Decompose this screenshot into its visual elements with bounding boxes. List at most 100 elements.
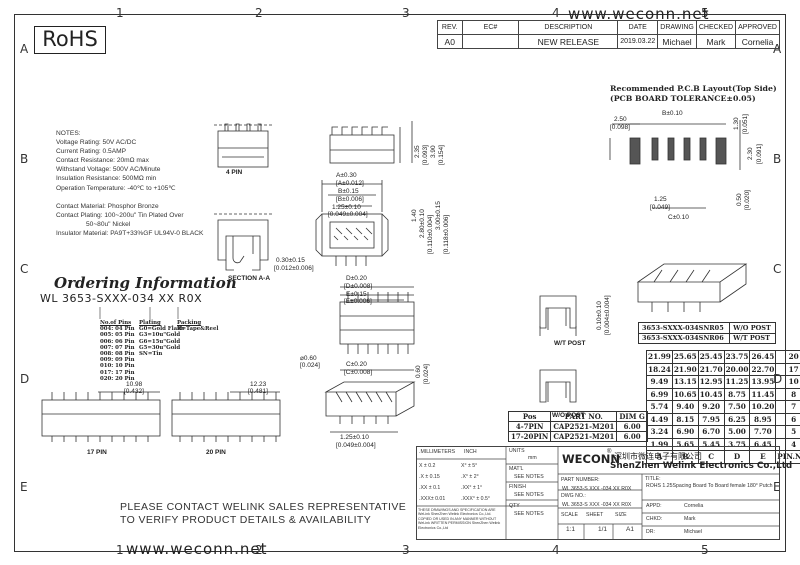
zone-row-e-right: E: [773, 480, 781, 494]
dim-pin-count: 5: [775, 425, 800, 439]
dim-footer-a: A: [646, 450, 673, 464]
tb-proprietary: THESE DRAWINGS AND SPECIFICATION ARE WeL…: [418, 508, 501, 530]
connector-bottom-view: [339, 286, 415, 371]
ordering-pin-009: 009: 09 Pin: [100, 357, 135, 364]
dim-cell: 8.15: [671, 412, 699, 426]
ordering-pin-005: 005: 05 Pin: [100, 332, 135, 339]
tb-material-label: MAT'L: [509, 466, 524, 472]
dim-cell: 21.99: [646, 350, 673, 364]
tb-dr: Michael: [684, 529, 702, 535]
dim-cell: 9.20: [697, 400, 725, 414]
pcb-dim-050-inch: [0.020]: [744, 190, 751, 210]
connector-front-view: [315, 180, 389, 266]
tb-inch-header: INCH: [464, 449, 477, 455]
post-part-number: 3653-SXXX-034SNR06: [637, 332, 731, 344]
tb-finish-label: FINISH: [509, 484, 527, 490]
tb-dwg: WL 3653-S XXX -034 XX R0X: [562, 502, 632, 508]
website-url-top[interactable]: www.weconn.net: [568, 5, 710, 23]
dim-h140: 1.40: [411, 209, 418, 222]
zone-col-3-bottom: 3: [402, 543, 410, 557]
ordering-packing-list: Packing R=Tape&Reel: [177, 320, 218, 332]
dim-cell: 10.65: [671, 387, 699, 401]
dim-footer-b: B: [671, 450, 699, 464]
post-table: 3653-SXXX-034SNR05 W/O POST 3653-SXXX-03…: [637, 322, 776, 344]
pos-header-part: PART NO.: [550, 411, 618, 422]
dim-cell: 6.90: [671, 425, 699, 439]
notes-block: NOTES: Voltage Rating: 50V AC/DC Current…: [56, 129, 236, 238]
rev-value-checked: Mark: [695, 34, 737, 49]
section-a-a-view: [214, 213, 272, 271]
zone-col-5: 5: [701, 6, 709, 20]
zone-row-d: D: [20, 372, 30, 386]
dim-cell: 6.70: [697, 425, 725, 439]
dim-cell: 7.95: [697, 412, 725, 426]
revision-table: REV. EC# DESCRIPTION DATE DRAWING CHECKE…: [437, 20, 780, 49]
note-contact-plating: Contact Plating: 100~200u" Tin Plated Ov…: [56, 211, 184, 219]
zone-row-a: A: [20, 42, 29, 56]
tb-dr-label: DR:: [646, 529, 655, 535]
position-table: Pos PART NO. DIM G 4-7PIN CAP2521-M201 6…: [507, 411, 648, 442]
website-url-bottom[interactable]: www.weconn.net: [126, 540, 268, 558]
tb-tol-in: .XXX° ± 0.5°: [461, 496, 490, 502]
dim-d: D±0.20: [346, 275, 367, 282]
dim-pitch-inch: [0.049±0.004]: [328, 211, 368, 218]
dim-cell: 7.70: [749, 425, 777, 439]
dim-s030: 0.30±0.15: [276, 257, 305, 264]
position-table-row: 17-20PIN CAP2521-M201 6.00: [507, 431, 648, 442]
tb-scale-label: SCALE: [561, 512, 579, 518]
ordering-pin-020: 020: 20 Pin: [100, 375, 135, 382]
tb-tol-mm: .XX ± 0.1: [419, 485, 441, 491]
post-table-row: 3653-SXXX-034SNR05 W/O POST: [637, 322, 776, 334]
dim-pin-count: 6: [775, 412, 800, 426]
ordering-leader-lines: [99, 307, 179, 321]
connector-4pin-view: [214, 123, 272, 168]
dim-pin-count: 8: [775, 387, 800, 401]
zone-row-b-right: B: [773, 152, 782, 166]
contact-line-1: PLEASE CONTACT WELINK SALES REPRESENTATI…: [120, 501, 407, 513]
dim-cell: 21.70: [697, 362, 725, 376]
ordering-plating-list: Plating G0=Gold Flash G3=10u"Gold G6=15u…: [139, 320, 184, 357]
dim-cell: 23.75: [723, 350, 751, 364]
connector-17pin-view: [41, 391, 161, 442]
tb-chkd-label: CHKD:: [646, 516, 663, 522]
dim-cell: 26.45: [749, 350, 777, 364]
dim-cell: 18.24: [646, 362, 673, 376]
dim-cell: 13.95: [749, 375, 777, 389]
tb-appd: Cornelia: [684, 503, 704, 509]
zone-col-2-bottom: 2: [255, 543, 263, 557]
label-wt-post: W/T POST: [554, 340, 586, 347]
tb-part-number-label: PART NUMBER:: [561, 477, 600, 483]
dimension-table-footer: A B C D E PIN.NO.: [646, 450, 800, 464]
dim-cell: 20.00: [723, 362, 751, 376]
tb-tol-in: .X° ± 2°: [461, 474, 479, 480]
note-contact-material: Contact Material: Phosphor Bronze: [56, 202, 159, 210]
dim-h010-inch: [0.004±0.004]: [604, 295, 611, 335]
dim-cell: 10.45: [697, 387, 725, 401]
ordering-plating-g0: G0=Gold Flash: [139, 326, 185, 333]
dim-e: E±0.15: [346, 291, 367, 298]
tb-chkd: Mark: [684, 516, 696, 522]
note-insulator-material: Insulator Material: PA9T+33%GF UL94V-0 B…: [56, 229, 204, 237]
tb-size: A1: [626, 526, 634, 533]
rohs-logo: RoHS: [34, 26, 106, 54]
post-table-row: 3653-SXXX-034SNR06 W/T POST: [637, 332, 776, 344]
dim-cell: 5.74: [646, 400, 673, 414]
dim-a-inch: [A±0.012]: [336, 180, 364, 187]
tb-size-label: SIZE: [615, 512, 627, 518]
ordering-pin-010: 010: 10 Pin: [100, 363, 135, 370]
tb-units-label: UNITS: [509, 448, 525, 454]
dim-1098-inch: [0.432]: [124, 388, 144, 395]
pcb-dim-125: 1.25: [654, 196, 667, 203]
connector-20pin-view: [171, 391, 281, 442]
dim-s030-inch: [0.012±0.006]: [274, 265, 314, 272]
dim-footer-e: E: [749, 450, 777, 464]
ordering-pin-004: 004: 04 Pin: [100, 326, 135, 333]
dim-h235-inch: [0.093]: [422, 145, 429, 165]
pcb-dim-125-inch: [0.049]: [650, 204, 670, 211]
dim-cell: 9.40: [671, 400, 699, 414]
note-voltage: Voltage Rating: 50V AC/DC: [56, 139, 137, 147]
ordering-plating-label: Plating: [139, 320, 161, 326]
label-section-aa: SECTION A-A: [228, 275, 271, 282]
